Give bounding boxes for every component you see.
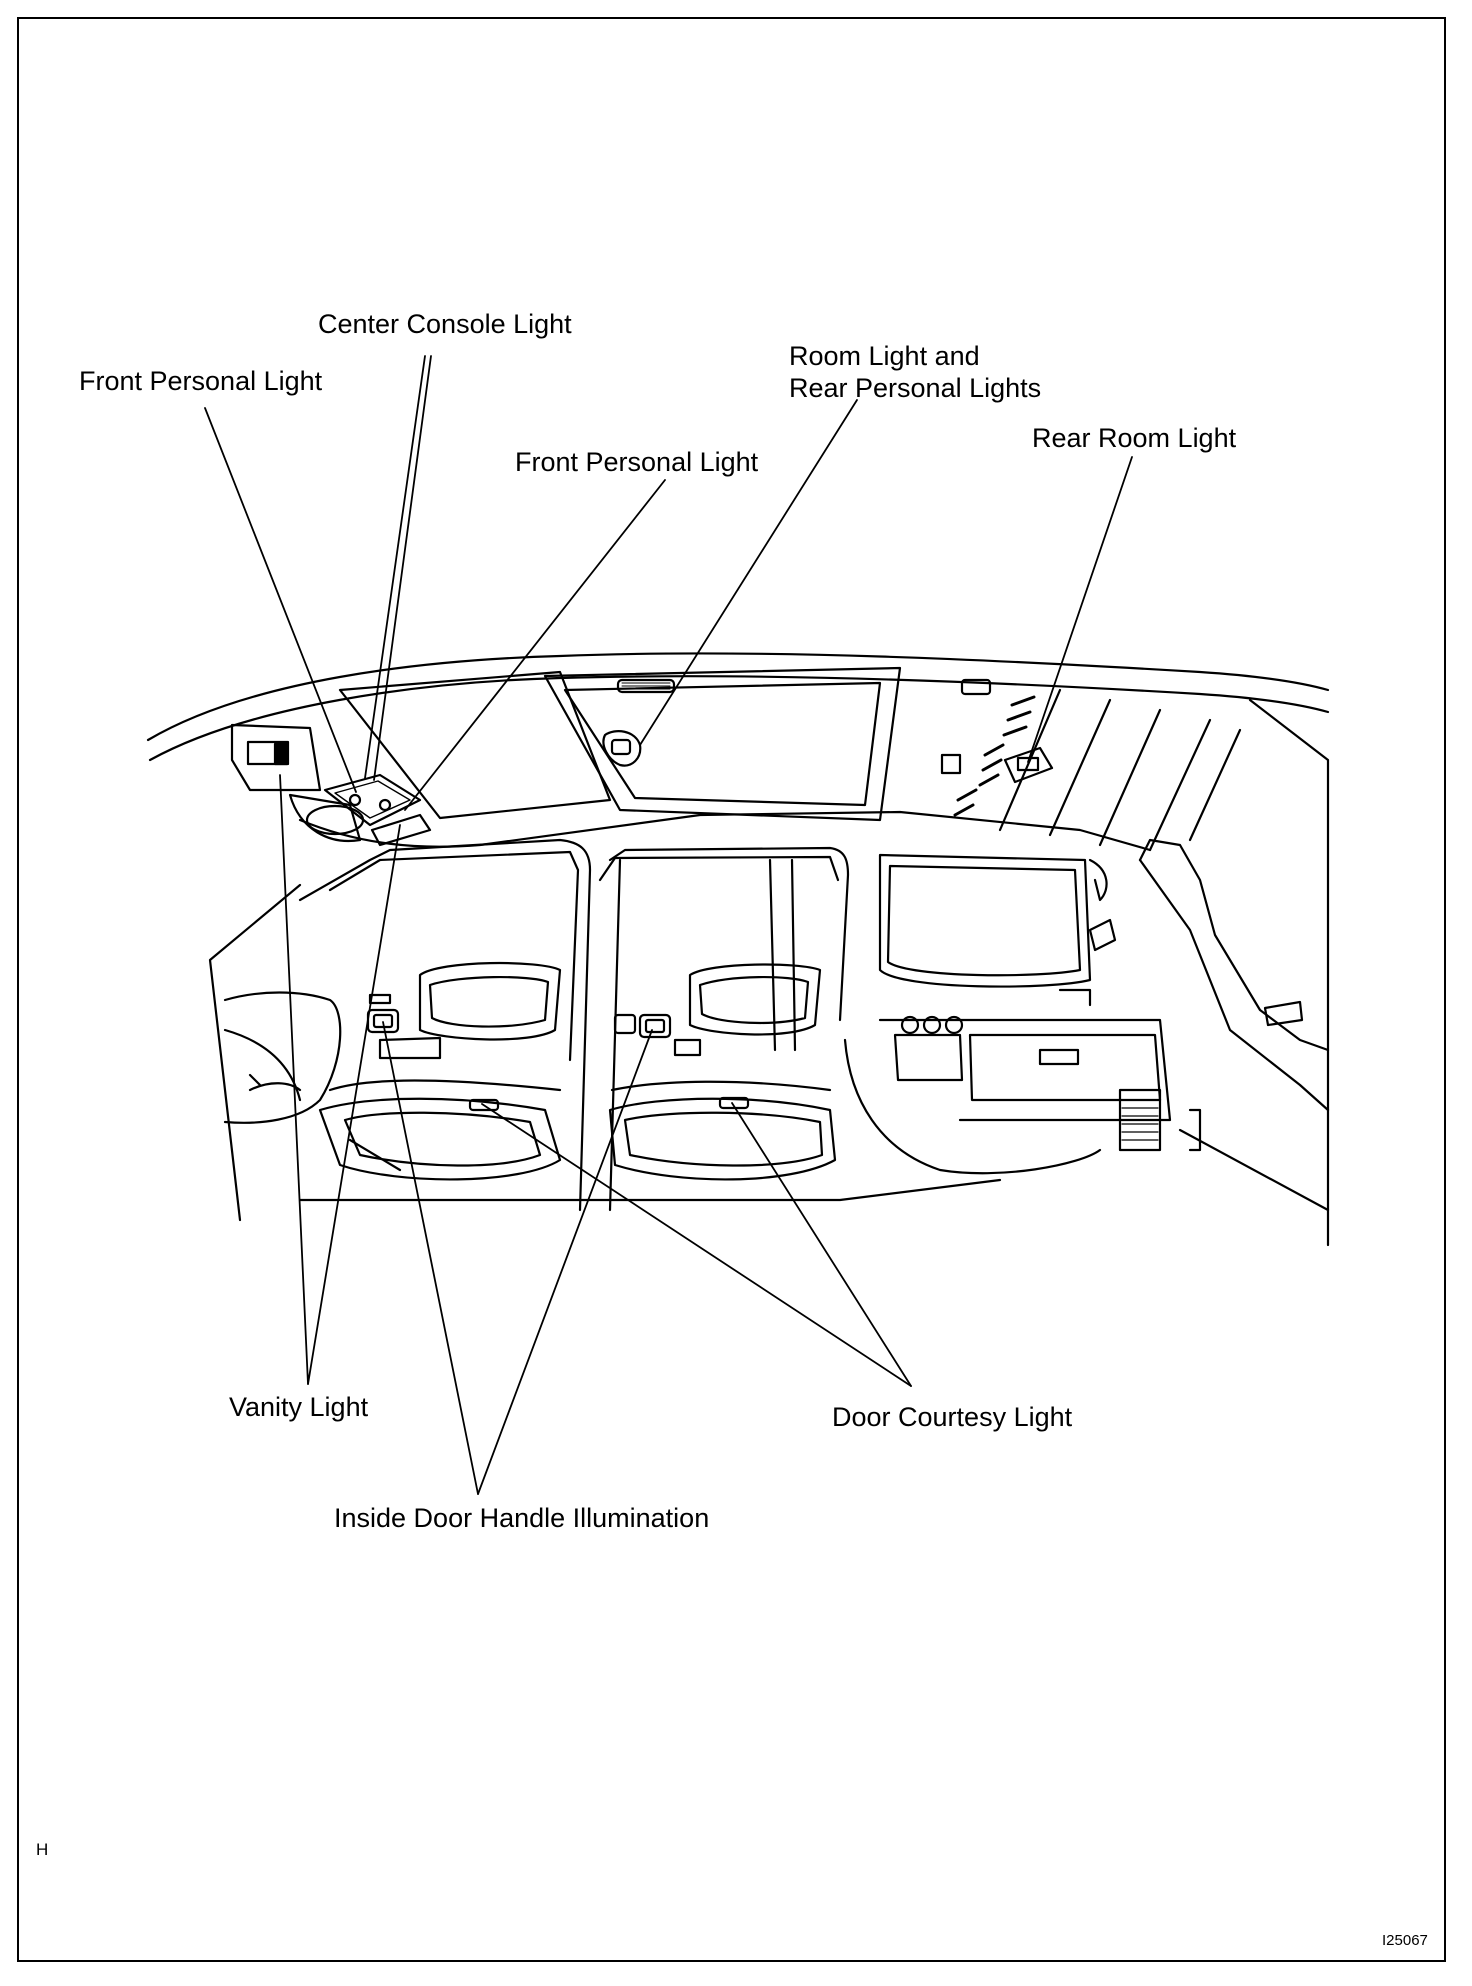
label-inside-door-handle-illumination: Inside Door Handle Illumination (334, 1503, 710, 1533)
door-frames (208, 838, 1117, 1222)
label-center-console-light: Center Console Light (318, 309, 572, 339)
front-door-panel (318, 961, 562, 1181)
leader-lines (204, 355, 1133, 1495)
sun-visor (230, 723, 365, 842)
label-front-personal-light-left: Front Personal Light (79, 366, 323, 396)
dome-light (602, 730, 642, 767)
rear-door-panel (608, 963, 837, 1181)
diagram-frame (17, 17, 1446, 1962)
label-rear-room-light: Rear Room Light (1032, 423, 1237, 453)
label-vanity-light: Vanity Light (229, 1392, 369, 1422)
label-front-personal-light-center: Front Personal Light (515, 447, 759, 477)
label-door-courtesy-light: Door Courtesy Light (832, 1402, 1073, 1432)
overhead-console (323, 773, 432, 847)
label-room-light-line2: Rear Personal Lights (789, 373, 1042, 403)
headliner-edge (298, 810, 1152, 852)
figure-code: I25067 (1382, 1932, 1428, 1949)
label-room-light-line1: Room Light and (789, 341, 980, 371)
floor-sill (298, 1178, 1002, 1202)
sunroof (338, 666, 902, 822)
rear-roof-details (940, 678, 1242, 852)
rear-cargo-area (843, 988, 1330, 1212)
corner-mark: H (36, 1840, 49, 1859)
roof-outline (146, 652, 1330, 1247)
dashboard (223, 991, 342, 1124)
